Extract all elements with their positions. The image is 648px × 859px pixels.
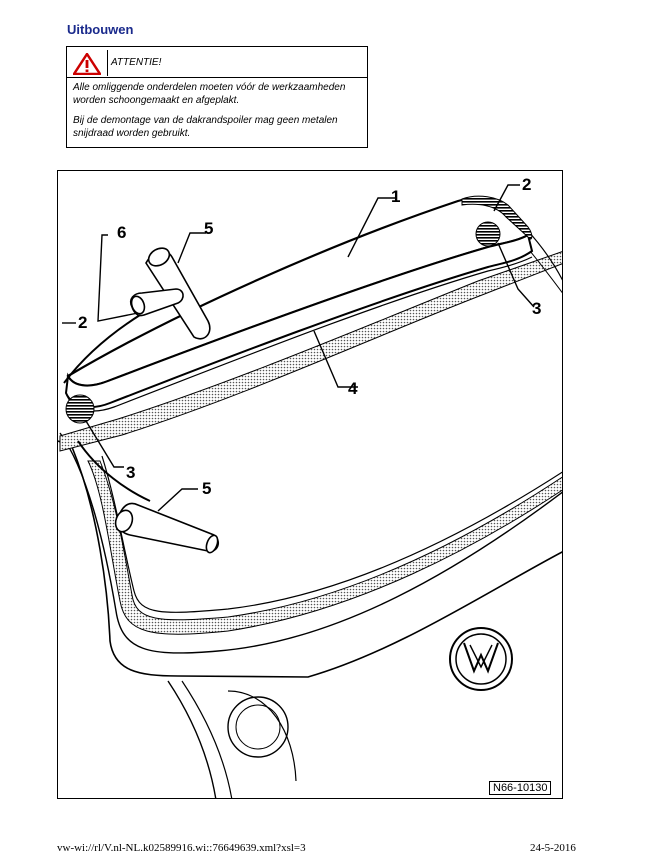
warning-box: ATTENTIE! Alle omliggende onderdelen moe…	[66, 46, 368, 148]
cutting-wire-lower	[77, 440, 151, 502]
spoiler-drawing	[58, 184, 562, 798]
spoiler-lip-edge	[65, 256, 533, 412]
callout-2-right: 2	[522, 175, 532, 194]
body-contour-3	[227, 690, 297, 782]
body-frame-outer	[58, 440, 562, 678]
roof-seal	[59, 251, 562, 452]
warning-rule	[67, 77, 367, 78]
warning-paragraph-2: Bij de demontage van de dakrandspoiler m…	[73, 115, 338, 139]
callout-1: 1	[391, 187, 401, 206]
rear-glass	[101, 455, 562, 613]
body-frame-inner	[59, 432, 562, 654]
spoiler-lip	[64, 233, 534, 409]
callout-3-left: 3	[126, 463, 136, 482]
callout-6: 6	[117, 223, 127, 242]
handle-lower	[114, 502, 220, 554]
footer-document-path: vw-wi://rl/V.nl-NL.k02589916.wi::7664963…	[57, 842, 306, 854]
warning-paragraph-1: Alle omliggende onderdelen moeten vóór d…	[73, 82, 346, 106]
handle-upper	[129, 247, 211, 340]
section-title: Uitbouwen	[67, 22, 134, 37]
glass-seal	[87, 460, 562, 635]
vw-emblem-icon	[449, 627, 513, 691]
footer-date: 24-5-2016	[530, 842, 576, 854]
leader-lines	[62, 184, 535, 512]
body-contour-2	[181, 680, 233, 798]
body-round-feature-inner	[235, 704, 281, 750]
warning-label: ATTENTIE!	[111, 57, 162, 68]
adhesive-pad-left	[65, 394, 95, 424]
warning-divider	[107, 50, 108, 76]
body-round-feature	[227, 696, 289, 758]
callout-2-left: 2	[78, 313, 88, 332]
technical-illustration: 1 2 3 4 5 6 2 3 5	[57, 170, 563, 799]
callout-5-upper: 5	[204, 219, 214, 238]
callout-3-right: 3	[532, 299, 542, 318]
callout-5-lower: 5	[202, 479, 212, 498]
figure-reference-code: N66-10130	[489, 781, 552, 795]
callout-4: 4	[348, 379, 358, 398]
cutting-wire	[63, 314, 141, 384]
adhesive-pad-right	[475, 221, 501, 247]
warning-header: ATTENTIE!	[67, 47, 367, 77]
body-contour-1	[167, 680, 217, 798]
roof-line-right	[527, 230, 562, 281]
warning-triangle-icon	[73, 53, 101, 75]
